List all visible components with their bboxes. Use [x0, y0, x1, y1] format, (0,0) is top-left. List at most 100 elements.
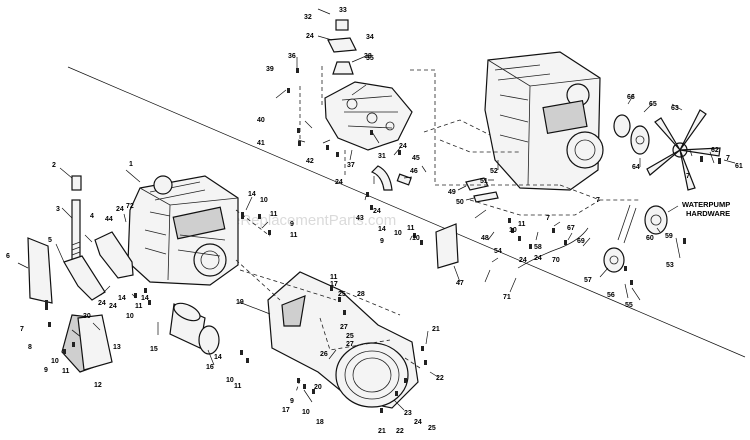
hose-fitting: [396, 173, 412, 186]
callout-repeat: 24: [519, 257, 527, 264]
callout: 9: [44, 367, 48, 374]
callout: 47: [456, 280, 464, 287]
callout: 40: [257, 117, 265, 124]
callout: 43: [356, 215, 364, 222]
callout: 3: [56, 206, 60, 213]
callout-repeat: 10: [226, 377, 234, 384]
callout-repeat: 14: [378, 226, 386, 233]
callout-repeat: 24: [373, 208, 381, 215]
callout: 15: [150, 346, 158, 353]
callout-repeat: 10: [509, 227, 517, 234]
callout: 50: [456, 199, 464, 206]
callout-repeat: 10: [126, 313, 134, 320]
callout: 20: [314, 384, 322, 391]
callout-repeat: 7: [546, 215, 550, 222]
fitting-48: [465, 177, 489, 191]
note-leader: [667, 205, 679, 213]
engine-mount-12: [77, 314, 113, 371]
callout: 71: [503, 294, 511, 301]
callout-repeat: 10: [412, 235, 420, 242]
callout: 49: [448, 189, 456, 196]
callout: 14: [118, 295, 126, 302]
callout-repeat: 10: [260, 197, 268, 204]
exhaust-manifold: [324, 19, 413, 151]
callout-repeat: 24: [335, 179, 343, 186]
callout-repeat: 11: [270, 211, 278, 218]
assembly-dash-d: [235, 209, 401, 316]
callout: 41: [257, 140, 265, 147]
callout: 16: [206, 364, 214, 371]
callout-repeat: 11: [330, 274, 338, 281]
starter-motor: [169, 302, 220, 355]
callout-repeat: 9: [290, 221, 294, 228]
callout: 55: [625, 302, 633, 309]
callout-repeat: 14: [214, 354, 222, 361]
callout-repeat: 24: [98, 300, 106, 307]
callout: 54: [494, 248, 502, 255]
assembly-dash-b: [423, 119, 520, 153]
callout: 37: [347, 162, 355, 169]
callout: 44: [105, 216, 113, 223]
callout: 67: [567, 225, 575, 232]
callout: 5: [48, 237, 52, 244]
assembly-dash-c: [469, 184, 640, 216]
callout: 72: [126, 203, 134, 210]
callout: 53: [666, 262, 674, 269]
callout: 35: [366, 55, 374, 62]
callout: 13: [113, 344, 121, 351]
hardware-bolts: [45, 68, 721, 413]
callout: 34: [366, 34, 374, 41]
callout: 7: [20, 326, 24, 333]
note-waterpump-line1: WATERPUMP: [682, 200, 730, 209]
callout-repeat: 14: [141, 295, 149, 302]
callout-repeat: 24: [116, 206, 124, 213]
callout-repeat: 25: [338, 291, 346, 298]
sensor-wire: [517, 227, 589, 269]
callout: 69: [577, 238, 585, 245]
callout-repeat: 14: [248, 191, 256, 198]
callout-repeat: 10: [394, 230, 402, 237]
right-engine-block: [484, 51, 604, 191]
callout: 62: [711, 147, 719, 154]
water-pump-pulley: [603, 204, 668, 273]
bracket-46: [435, 223, 459, 269]
callout-repeat: 24: [414, 419, 422, 426]
callout: 21: [432, 326, 440, 333]
section-divider-line: [67, 66, 746, 358]
callout: 66: [627, 94, 635, 101]
bell-housing: [267, 271, 419, 409]
assembly-dash-a: [299, 66, 560, 186]
callout: 30: [83, 313, 91, 320]
callout: 24: [109, 303, 117, 310]
fitting-49: [473, 191, 499, 203]
callout: 22: [436, 375, 444, 382]
callout: 4: [90, 213, 94, 220]
callout: 6: [6, 253, 10, 260]
callout-repeat: 25: [346, 333, 354, 340]
callout-repeat: 7: [686, 173, 690, 180]
callout: 38: [364, 53, 372, 60]
callout-repeat: 9: [380, 238, 384, 245]
callout: 33: [339, 7, 347, 14]
callout: 31: [378, 153, 386, 160]
callout: 36: [288, 53, 296, 60]
coolant-hose: [370, 165, 393, 191]
callout: 10: [51, 358, 59, 365]
callout-repeat: 17: [330, 281, 338, 288]
callout: 65: [649, 101, 657, 108]
callout-repeat: 11: [407, 225, 415, 232]
callout: 25: [428, 425, 436, 432]
callout: 1: [129, 161, 133, 168]
callout: 28: [357, 291, 365, 298]
callout: 63: [671, 105, 679, 112]
callout: 26: [320, 351, 328, 358]
callout: 32: [304, 14, 312, 21]
callout: 64: [632, 164, 640, 171]
callout: 59: [665, 233, 673, 240]
callout: 52: [490, 168, 498, 175]
oil-filter-column: [71, 175, 82, 271]
callout: 70: [552, 257, 560, 264]
callout: 58: [534, 244, 542, 251]
